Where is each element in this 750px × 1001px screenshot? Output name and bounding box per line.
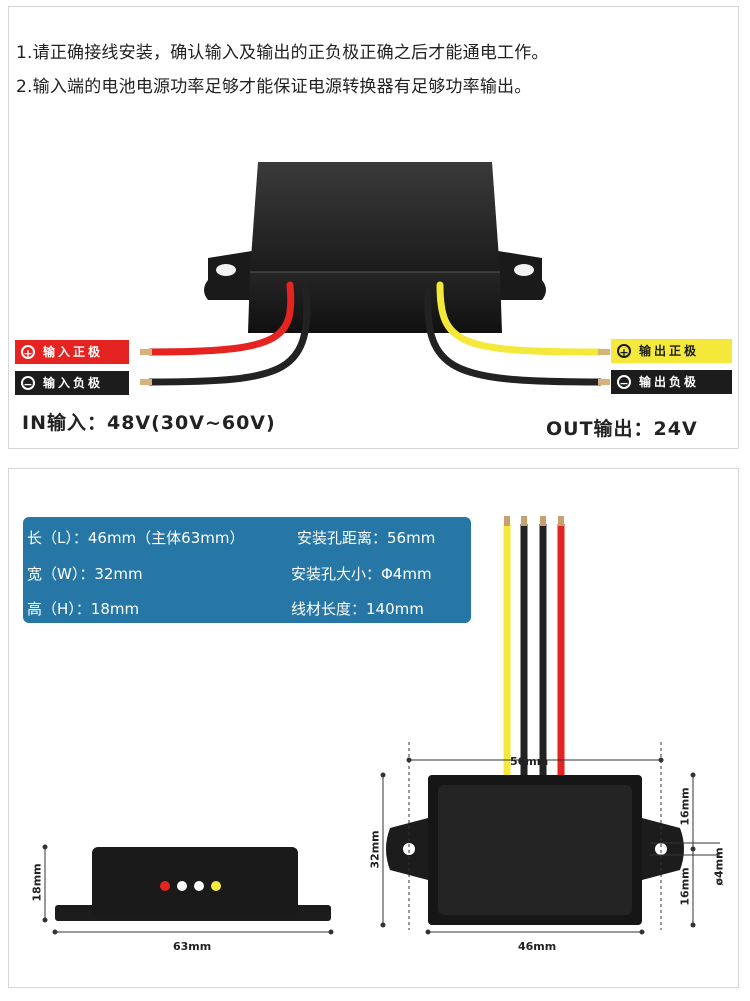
spec-box: 长（L）：46mm（主体63mm） 宽（W）：32mm 高（H）：18mm 安装… bbox=[23, 517, 471, 623]
output-negative-text: 输出负极 bbox=[639, 375, 700, 389]
plus-icon: + bbox=[21, 345, 35, 360]
side-view-module bbox=[55, 847, 331, 921]
input-positive-label: + 输入正极 bbox=[15, 340, 129, 364]
spec-width: 宽（W）：32mm bbox=[27, 565, 143, 583]
input-positive-text: 输入正极 bbox=[43, 345, 104, 359]
output-voltage: OUT输出：24V bbox=[546, 418, 698, 440]
top-view-wires bbox=[503, 516, 565, 775]
spec-hole-distance: 安装孔距离：56mm bbox=[297, 529, 436, 547]
dim-hole-offset-upper: 16mm bbox=[678, 787, 692, 826]
input-wires bbox=[140, 281, 311, 386]
spec-height: 高（H）：18mm bbox=[27, 600, 140, 618]
input-voltage: IN输入：48V(30V~60V) bbox=[22, 412, 276, 434]
dim-hole-offset-lower: 16mm bbox=[678, 867, 692, 906]
dim-hole-diameter: ø4mm bbox=[712, 847, 726, 886]
dim-side-width: 63mm bbox=[173, 940, 212, 953]
dim-hole-distance: 56mm bbox=[510, 755, 549, 768]
output-positive-text: 输出正极 bbox=[639, 344, 700, 358]
spec-length: 长（L）：46mm（主体63mm） bbox=[27, 529, 245, 547]
dim-top-width: 46mm bbox=[518, 940, 557, 953]
minus-icon: − bbox=[617, 375, 631, 390]
plus-icon: + bbox=[617, 344, 631, 359]
output-wires bbox=[424, 281, 610, 386]
dim-top-height: 32mm bbox=[368, 830, 382, 869]
converter-module-photo bbox=[204, 162, 546, 333]
dim-side-height: 18mm bbox=[30, 863, 44, 902]
input-negative-text: 输入负极 bbox=[43, 376, 104, 390]
install-note-1: 1.请正确接线安装，确认输入及输出的正负极正确之后才能通电工作。 bbox=[16, 43, 549, 63]
install-note-2: 2.输入端的电池电源功率足够才能保证电源转换器有足够功率输出。 bbox=[16, 77, 532, 97]
dimension-lines bbox=[42, 742, 720, 935]
output-negative-label: − 输出负极 bbox=[611, 370, 732, 394]
minus-icon: − bbox=[21, 376, 35, 391]
spec-hole-size: 安装孔大小：Φ4mm bbox=[291, 565, 432, 583]
top-view-module bbox=[386, 775, 684, 925]
output-positive-label: + 输出正极 bbox=[611, 339, 732, 363]
spec-wire-length: 线材长度：140mm bbox=[291, 600, 424, 618]
input-negative-label: − 输入负极 bbox=[15, 371, 129, 395]
